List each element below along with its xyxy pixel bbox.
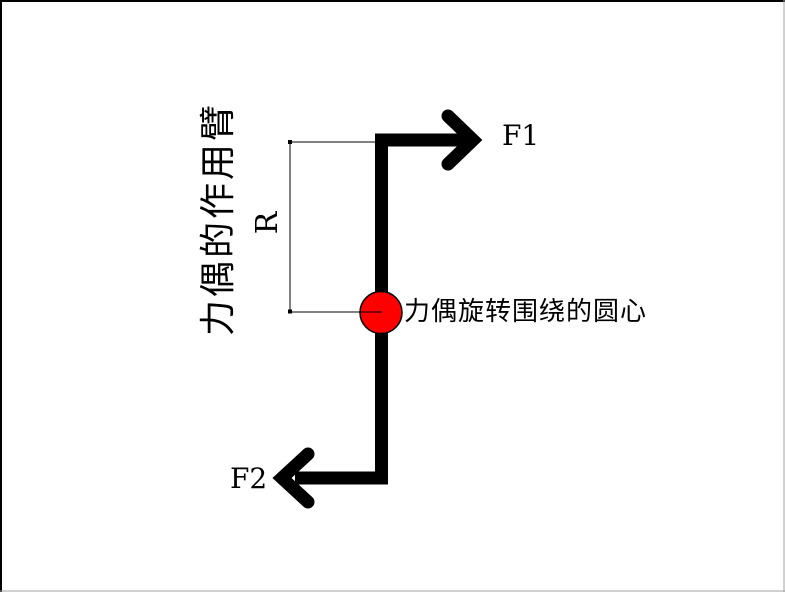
f1-label: F1 [502,119,540,152]
f2-arrowhead-icon [272,447,315,509]
lever-arm-label: 力偶的作用臂 [198,101,239,337]
f2-label: F2 [230,462,268,495]
pivot-center-label: 力偶旋转围绕的圆心 [404,297,648,327]
f1-arrowhead-icon [441,109,483,171]
radius-label: R [250,211,285,235]
dimension-tick-top [288,140,292,144]
